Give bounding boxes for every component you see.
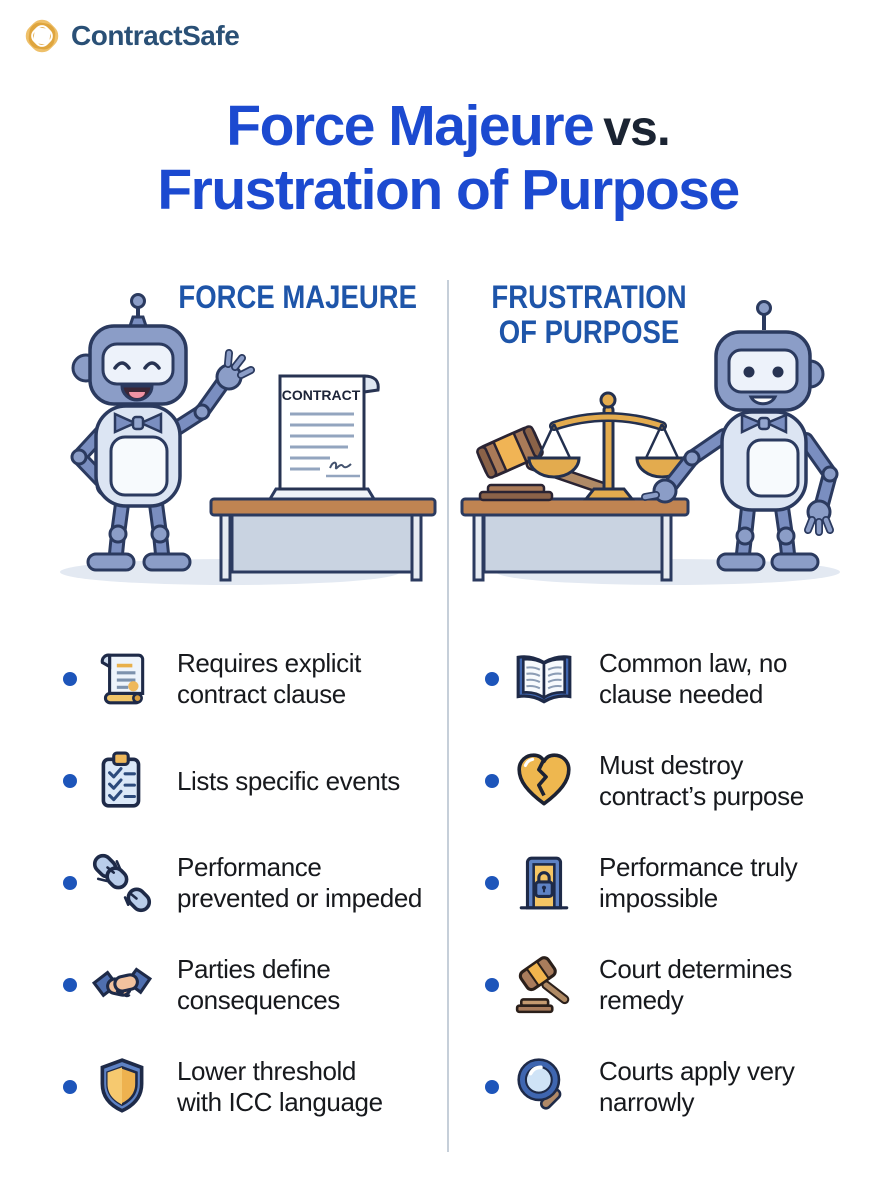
- bow-tie: [113, 412, 163, 434]
- list-item-text: Common law, no clause needed: [599, 648, 788, 709]
- open-book-icon: [512, 647, 576, 711]
- list-item: Lists specific events: [63, 730, 455, 832]
- list-item: Parties define consequences: [63, 934, 455, 1036]
- list-item-text: Performance truly impossible: [599, 852, 798, 913]
- list-item-text: Lower threshold with ICC language: [177, 1056, 383, 1117]
- bow-tie: [740, 413, 788, 434]
- right-item-list: Common law, no clause needed Must destro…: [485, 628, 885, 1138]
- shield-icon: [90, 1055, 154, 1119]
- bullet-dot: [63, 876, 77, 890]
- checklist-icon: [90, 749, 154, 813]
- brand-logo: ContractSafe: [22, 16, 240, 56]
- title-part1: Force Majeure: [226, 94, 594, 158]
- list-item-text: Court determines remedy: [599, 954, 793, 1015]
- scene-robot-contract: CONTRACT: [60, 293, 437, 585]
- title-vs: vs.: [603, 100, 671, 156]
- scales-of-justice: [527, 391, 689, 501]
- magnifier-icon: [512, 1055, 576, 1119]
- list-item-text: Courts apply very narrowly: [599, 1056, 795, 1117]
- broken-heart-icon: [512, 749, 576, 813]
- bullet-dot: [485, 978, 499, 992]
- bullet-dot: [485, 672, 499, 686]
- list-item: Lower threshold with ICC language: [63, 1036, 455, 1138]
- desk: [209, 497, 437, 582]
- bullet-dot: [485, 876, 499, 890]
- face-visor: [727, 348, 799, 394]
- list-item: Requires explicit contract clause: [63, 628, 455, 730]
- bullet-dot: [485, 1080, 499, 1094]
- antenna: [756, 300, 772, 316]
- title-part2: Frustration of Purpose: [157, 158, 740, 223]
- handshake-icon: [90, 953, 154, 1017]
- contract-document: CONTRACT: [267, 374, 380, 501]
- locked-door-icon: [512, 851, 576, 915]
- column-divider: [447, 280, 449, 1152]
- list-item: Common law, no clause needed: [485, 628, 885, 730]
- list-item-text: Lists specific events: [177, 765, 400, 796]
- face-visor: [101, 342, 175, 386]
- knot-icon: [25, 19, 59, 53]
- list-item: Court determines remedy: [485, 934, 885, 1036]
- list-item-text: Requires explicit contract clause: [177, 648, 361, 709]
- bullet-dot: [485, 774, 499, 788]
- list-item: Courts apply very narrowly: [485, 1036, 885, 1138]
- robot-right: [641, 300, 839, 572]
- list-item: Performance prevented or impeded: [63, 832, 455, 934]
- antenna: [130, 293, 146, 309]
- bullet-dot: [63, 774, 77, 788]
- desk: [460, 497, 690, 582]
- gavel-icon: [512, 953, 576, 1017]
- brand-wordmark: ContractSafe: [71, 20, 240, 51]
- smile: [748, 395, 778, 406]
- list-item-text: Parties define consequences: [177, 954, 340, 1015]
- bullet-dot: [63, 1080, 77, 1094]
- happy-eyes: [113, 361, 161, 370]
- robot-left: [70, 293, 255, 572]
- broken-chain-icon: [90, 851, 154, 915]
- contract-document-title: CONTRACT: [282, 387, 361, 403]
- list-item: Must destroy contract’s purpose: [485, 730, 885, 832]
- scroll-icon: [90, 647, 154, 711]
- list-item-text: Performance prevented or impeded: [177, 852, 422, 913]
- signature-squiggle: [329, 461, 352, 470]
- left-item-list: Requires explicit contract clause Lists …: [63, 628, 455, 1138]
- scene-robot-court: [460, 300, 840, 585]
- left-column-header: FORCE MAJEURE: [178, 279, 418, 315]
- bullet-dot: [63, 978, 77, 992]
- list-item-text: Must destroy contract’s purpose: [599, 750, 804, 811]
- right-column-header: FRUSTRATION OF PURPOSE: [491, 279, 687, 351]
- bullet-dot: [63, 672, 77, 686]
- list-item: Performance truly impossible: [485, 832, 885, 934]
